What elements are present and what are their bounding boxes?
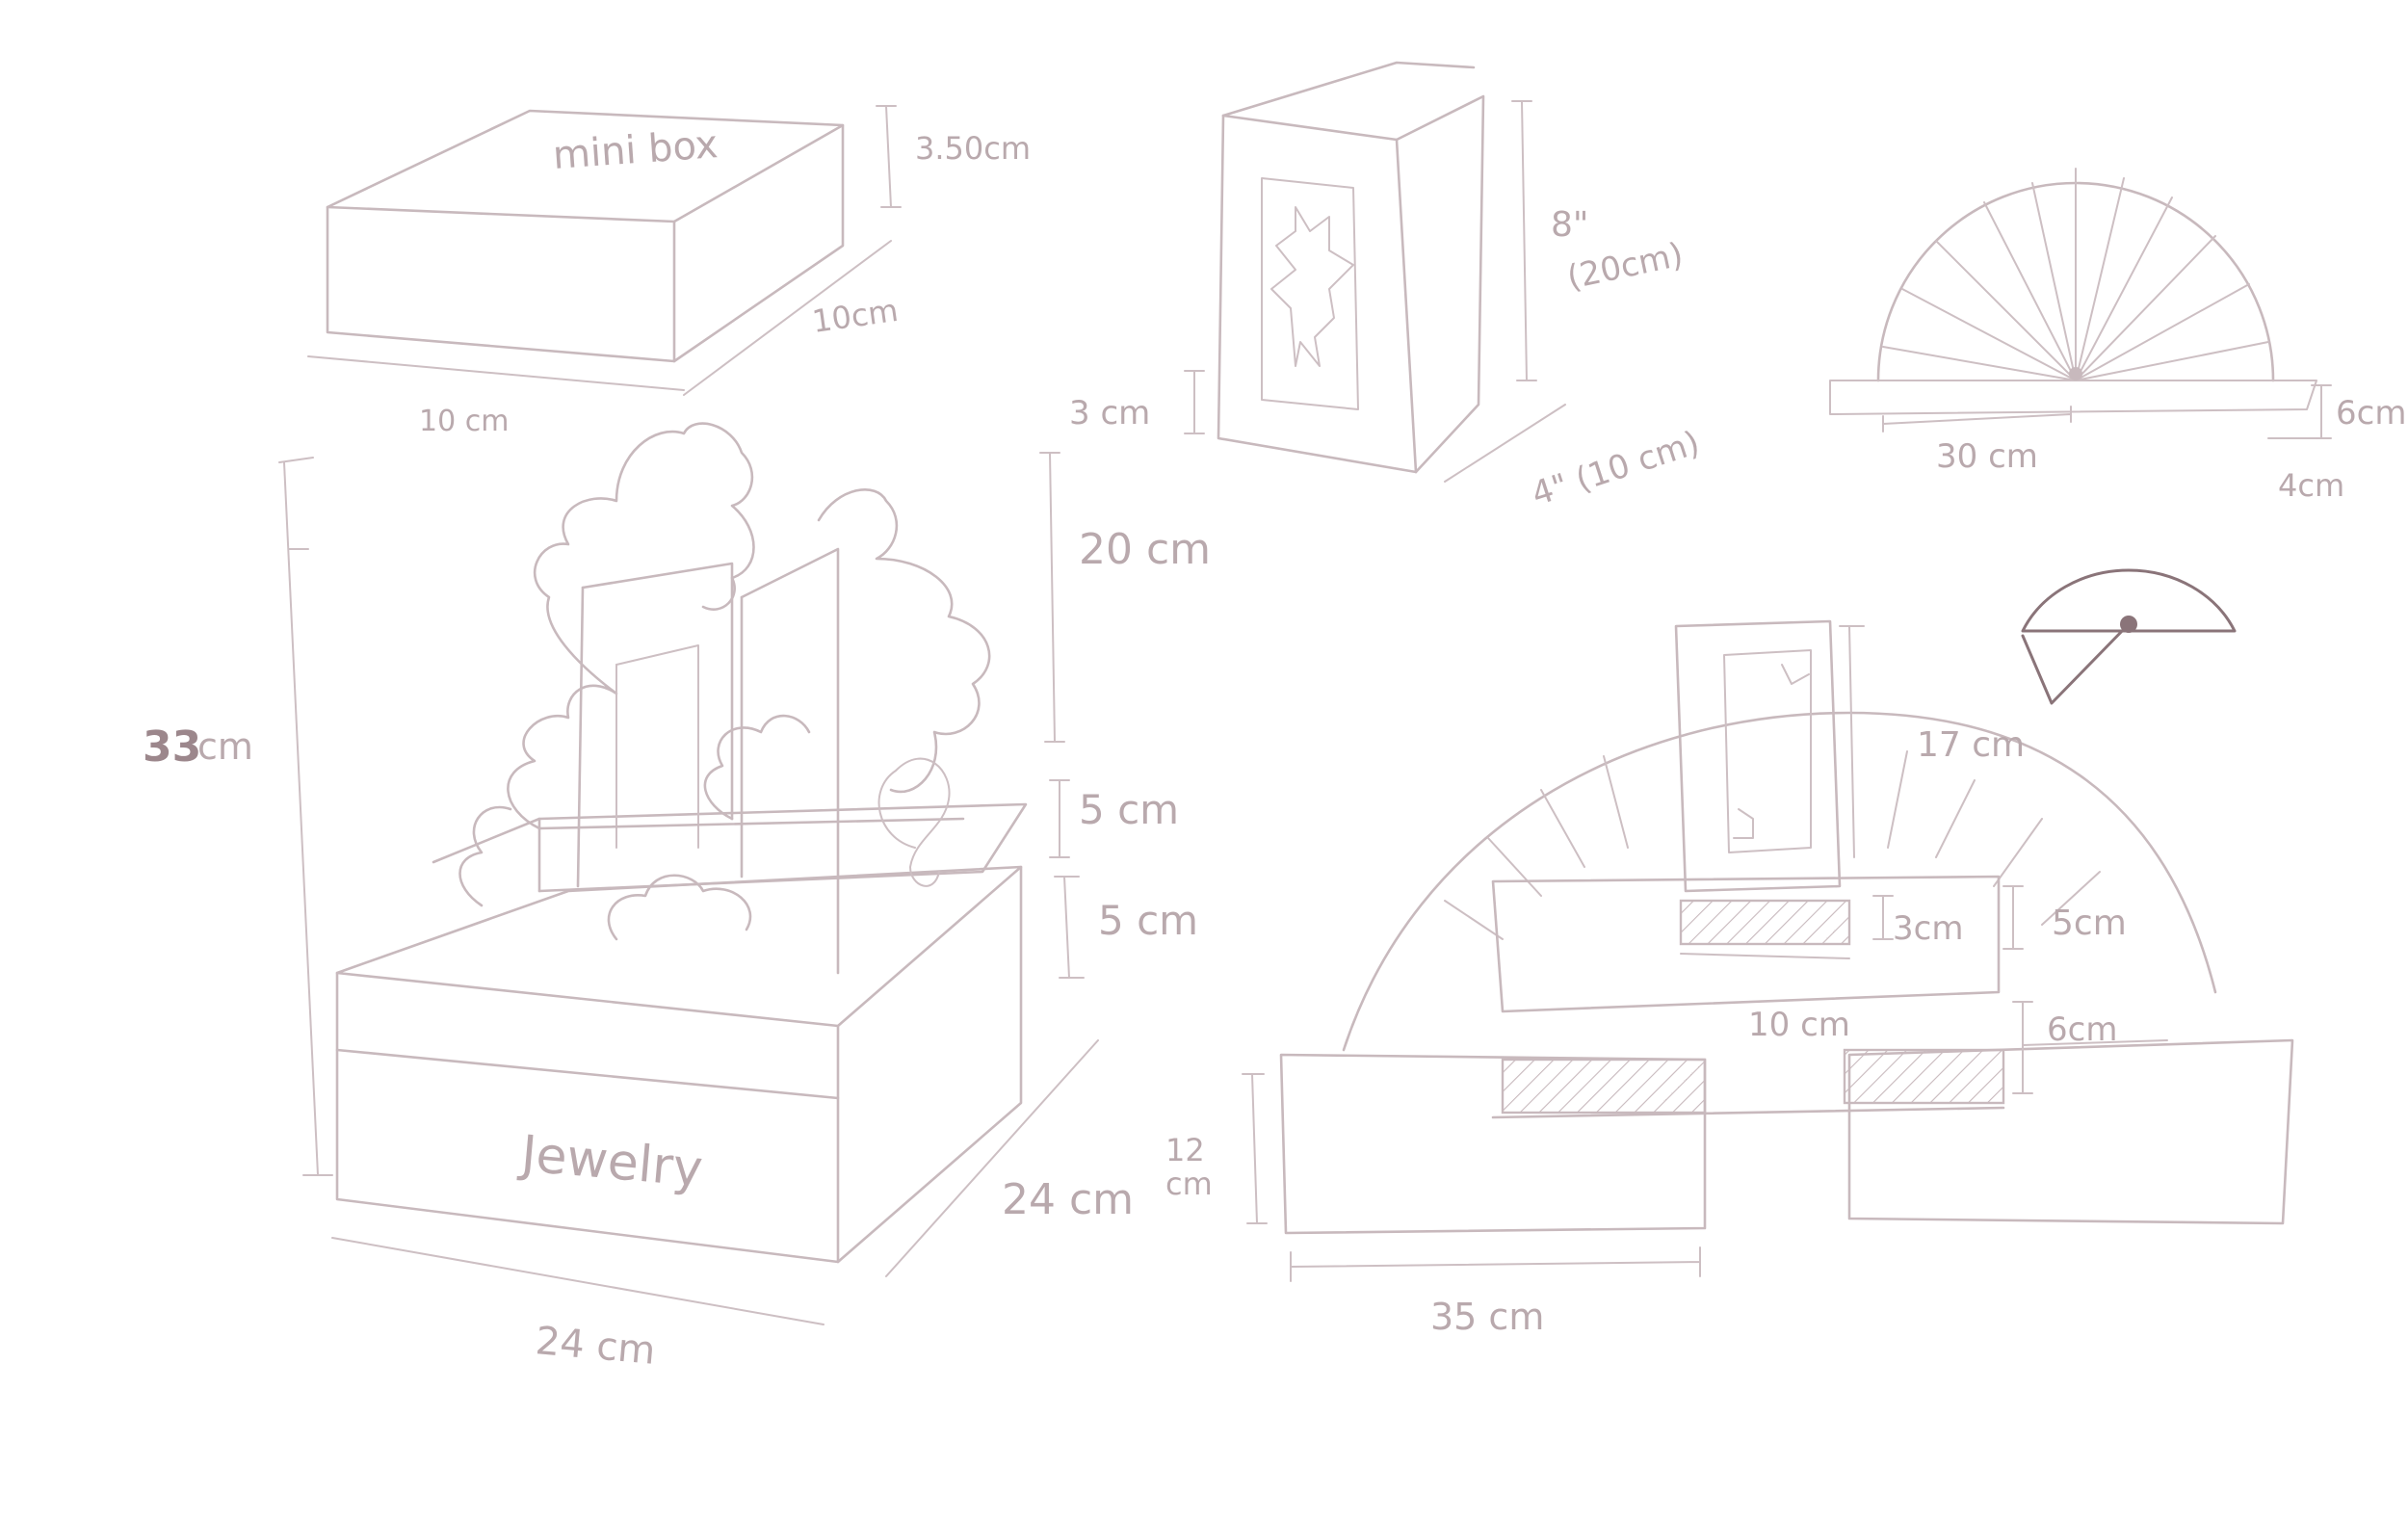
main-box-label: Jewelry [516, 1125, 705, 1198]
main-tier2-height-label: 5 cm [1098, 897, 1198, 944]
frame-width-label: 4" (10 cm) [1527, 424, 1704, 514]
front-tier-width-label: 10 cm [1748, 1006, 1850, 1044]
main-total-height-label: 33 [143, 722, 201, 772]
semicircle-fan-drawing: 30 cm 6cm 4cm [1829, 168, 2406, 504]
front-base-width-label: 35 cm [1430, 1296, 1544, 1338]
fan-ribs [1882, 168, 2269, 381]
semicircle-width-label: 30 cm [1936, 437, 2038, 476]
semicircle-foot-label: 4cm [2278, 467, 2344, 504]
mini-box-depth-label: 10cm [810, 292, 901, 340]
front-view-drawing: 17 cm 3cm 5cm 10 cm 6cm 12 cm 35 cm [1165, 619, 2294, 1338]
front-tier-height-label: 5cm [2052, 904, 2127, 943]
main-total-height-unit: cm [197, 725, 253, 768]
front-inner-depth-label: 3cm [1893, 909, 1963, 948]
front-step-label: 6cm [2047, 1010, 2117, 1049]
mini-box-title: mini box [551, 122, 719, 178]
frame-height-inch-label: 8" [1551, 205, 1588, 245]
mini-box-height-label: 3.50cm [915, 130, 1031, 167]
frame-base-label: 3 cm [1069, 394, 1150, 433]
frame-drawing: 8" (20cm) 3 cm 4" (10 cm) [1069, 61, 1704, 514]
main-tier1-height-label: 5 cm [1079, 786, 1179, 833]
front-base-height-a: 12 [1165, 1132, 1205, 1168]
semicircle-height-label: 6cm [2336, 394, 2406, 433]
front-base-height-b: cm [1165, 1166, 1213, 1202]
front-frame-height-label: 17 cm [1917, 725, 2025, 765]
frame-height-cm-label: (20cm) [1564, 235, 1687, 297]
fan-pivot [2069, 367, 2082, 380]
open-fan-icon [2021, 568, 2237, 705]
jewelry-stand-main-drawing: 33 cm 20 cm 5 cm 5 cm Jewelry 24 cm 24 c… [143, 422, 1211, 1374]
mini-box-drawing: mini box 3.50cm 10cm 10 cm [307, 105, 1031, 438]
main-upper-height-label: 20 cm [1079, 525, 1211, 574]
main-width-label: 24 cm [534, 1319, 657, 1374]
mini-box-width-label: 10 cm [419, 405, 509, 438]
front-fan-ribs [1444, 750, 2101, 940]
main-depth-label: 24 cm [1002, 1175, 1134, 1224]
